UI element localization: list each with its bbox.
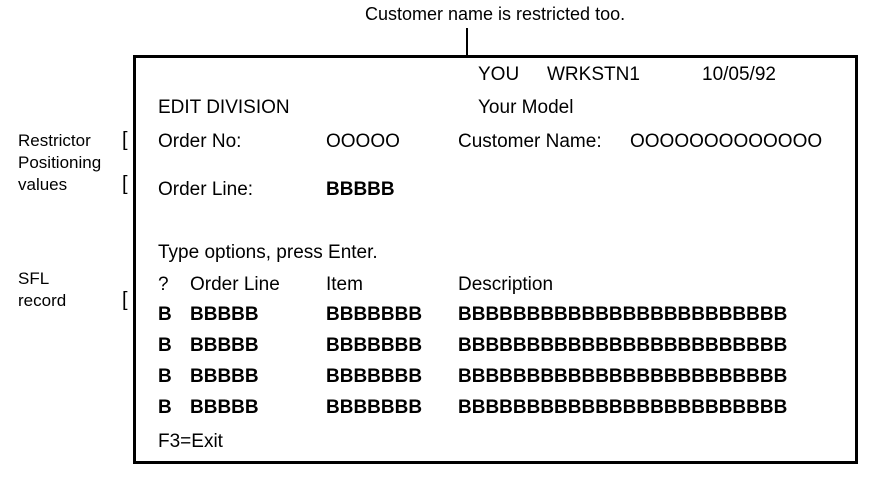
customer-name-input[interactable]: OOOOOOOOOOOOO	[630, 131, 823, 152]
screen-model-label: Your Model	[478, 97, 574, 118]
table-row-option[interactable]: B	[158, 335, 172, 356]
table-row-order-line: BBBBB	[190, 335, 259, 356]
bracket-sfl-record: [	[122, 289, 128, 311]
table-row-description: BBBBBBBBBBBBBBBBBBBBBBBB	[458, 397, 788, 418]
table-row-description: BBBBBBBBBBBBBBBBBBBBBBBB	[458, 335, 788, 356]
table-row-item: BBBBBBB	[326, 397, 423, 418]
table-row-order-line: BBBBB	[190, 397, 259, 418]
annotation-sfl-record: SFL record	[18, 269, 67, 310]
column-header-item: Item	[326, 274, 363, 295]
column-header-description: Description	[458, 274, 554, 295]
table-row-order-line: BBBBB	[190, 366, 259, 387]
order-no-input[interactable]: OOOOO	[326, 131, 400, 152]
header-date: 10/05/92	[702, 64, 776, 85]
column-header-option: ?	[158, 274, 169, 295]
terminal-screen: YOU WRKSTN1 10/05/92 EDIT DIVISION Your …	[133, 55, 858, 464]
customer-name-label: Customer Name:	[458, 131, 602, 152]
header-workstation: WRKSTN1	[547, 64, 640, 85]
table-row-option[interactable]: B	[158, 366, 172, 387]
callout-label: Customer name is restricted too.	[365, 4, 626, 24]
header-user: YOU	[478, 64, 520, 85]
instruction-text: Type options, press Enter.	[158, 242, 378, 263]
order-line-input[interactable]: BBBBB	[326, 179, 395, 200]
order-no-label: Order No:	[158, 131, 242, 152]
table-row-description: BBBBBBBBBBBBBBBBBBBBBBBB	[458, 304, 788, 325]
table-row-item: BBBBBBB	[326, 304, 423, 325]
bracket-restrictor: [	[122, 129, 128, 151]
table-row-description: BBBBBBBBBBBBBBBBBBBBBBBB	[458, 366, 788, 387]
table-row-item: BBBBBBB	[326, 366, 423, 387]
table-row-option[interactable]: B	[158, 397, 172, 418]
column-header-order-line: Order Line	[190, 274, 280, 295]
table-row-option[interactable]: B	[158, 304, 172, 325]
table-row-order-line: BBBBB	[190, 304, 259, 325]
order-line-label: Order Line:	[158, 179, 254, 200]
screen-title: EDIT DIVISION	[158, 97, 290, 118]
table-row-item: BBBBBBB	[326, 335, 423, 356]
annotation-restrictor-positioning-values: Restrictor Positioning values	[18, 131, 102, 194]
bracket-positioning-values: [	[122, 173, 128, 195]
function-key-legend[interactable]: F3=Exit	[158, 431, 223, 452]
